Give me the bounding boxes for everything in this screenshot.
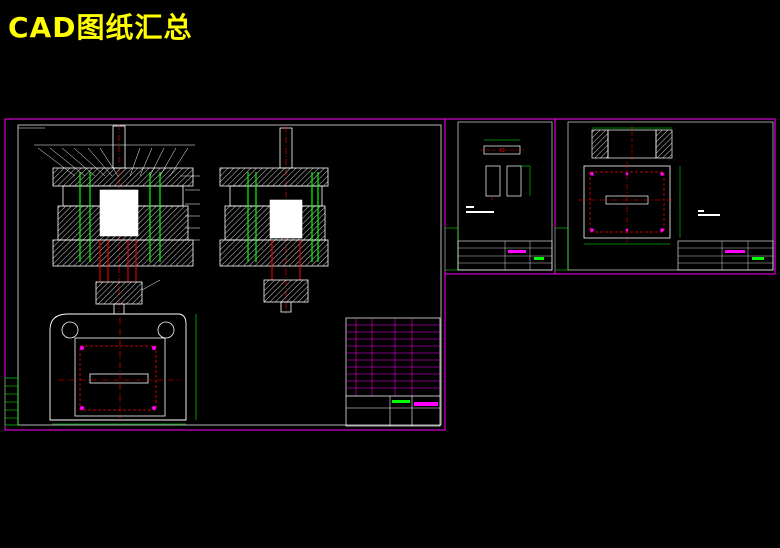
plate-top-view	[578, 162, 681, 245]
small-part-front-view	[485, 165, 531, 200]
die-side-view	[219, 126, 329, 314]
die-front-view	[34, 124, 200, 315]
die-plan-view	[49, 313, 197, 425]
assembly-drawing-sheet	[4, 118, 446, 431]
small-part-notes	[466, 206, 494, 213]
part-drawing-sheet-small	[444, 118, 556, 275]
plate-title-block	[677, 240, 774, 271]
plate-notes	[698, 210, 720, 216]
sheet1-side-strip	[4, 377, 19, 426]
page-title: CAD图纸汇总	[8, 11, 193, 44]
assembly-title-block	[345, 317, 441, 427]
plate-section-view	[591, 126, 673, 160]
sheet1-inner-border	[17, 124, 442, 426]
small-part-top-view	[480, 139, 524, 155]
sheet1-outer-border	[4, 118, 446, 431]
part-drawing-sheet-plate	[554, 118, 776, 275]
